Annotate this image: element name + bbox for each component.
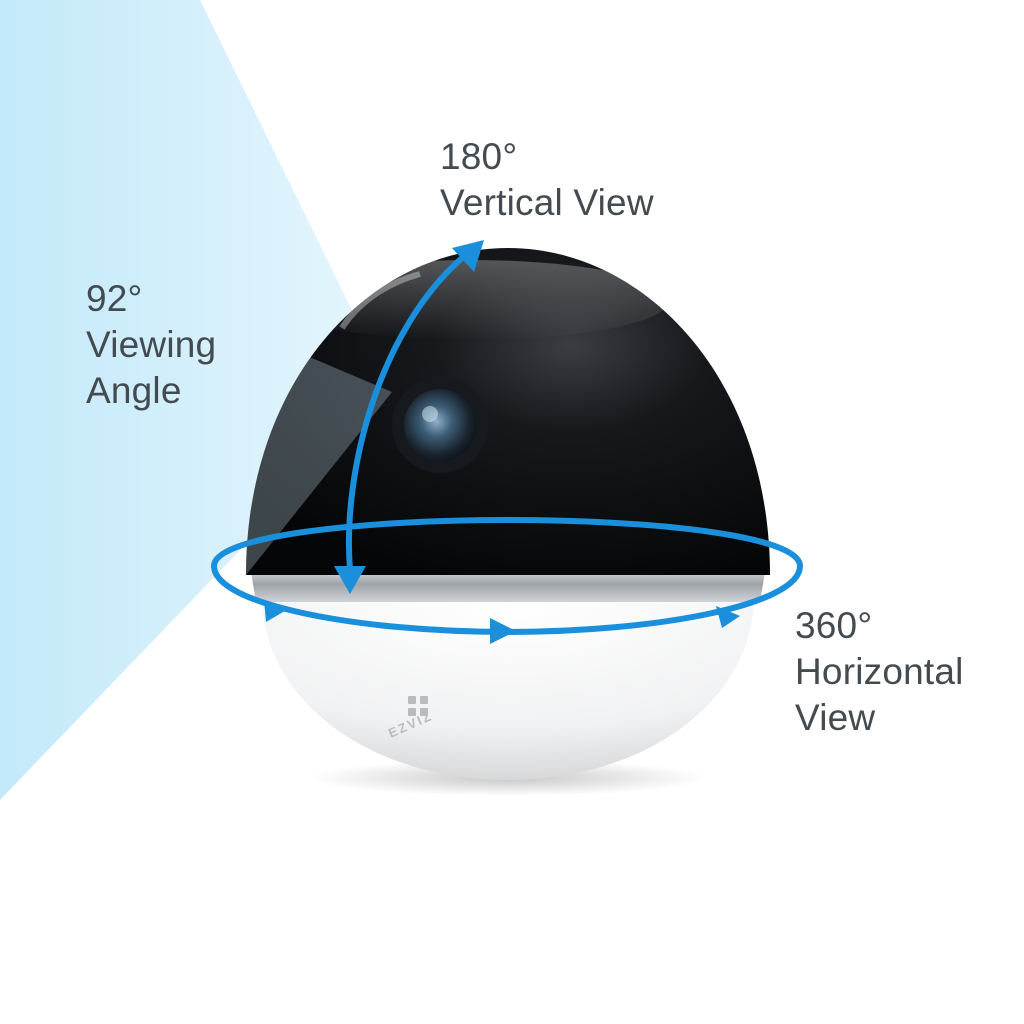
horizontal-degree: 360° bbox=[795, 605, 873, 646]
horizontal-ring-back bbox=[211, 516, 803, 569]
horizontal-line1: Horizontal bbox=[795, 651, 964, 692]
viewing-degree: 92° bbox=[86, 278, 143, 319]
camera-lens bbox=[404, 389, 476, 461]
vertical-view-label: 180° Vertical View bbox=[440, 134, 654, 226]
vertical-degree: 180° bbox=[440, 136, 518, 177]
viewing-angle-label: 92° Viewing Angle bbox=[86, 276, 216, 414]
ring-arrow-right bbox=[716, 606, 740, 628]
view-cone bbox=[0, 0, 392, 800]
ring-arrow-left bbox=[264, 600, 290, 622]
horizontal-line2: View bbox=[795, 697, 876, 738]
vertical-arc bbox=[346, 255, 465, 573]
ring-arrow-center bbox=[490, 618, 516, 644]
horizontal-view-label: 360° Horizontal View bbox=[795, 603, 964, 741]
viewing-line1: Viewing bbox=[86, 324, 217, 365]
vertical-text: Vertical View bbox=[440, 182, 654, 223]
vertical-arrow-bottom bbox=[334, 566, 366, 594]
camera-base bbox=[262, 596, 754, 780]
ezviz-logo bbox=[408, 696, 428, 716]
vertical-arrow-top bbox=[452, 240, 484, 272]
viewing-line2: Angle bbox=[86, 370, 182, 411]
lens-highlight bbox=[422, 406, 438, 422]
